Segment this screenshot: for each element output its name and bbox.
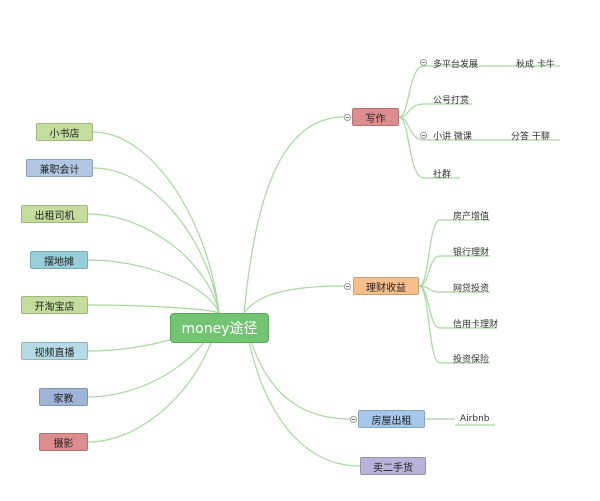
sub-link [398,103,425,118]
center-node-label: money途径 [181,321,258,337]
left-branch-node[interactable]: 摆地摊 [30,251,88,269]
branch-label: 理财收益 [366,282,406,294]
collapse-toggle-icon[interactable] [350,416,357,423]
branch-link [243,285,345,314]
sub-node[interactable]: 小讲 微课 [433,132,472,142]
sub-sub-node[interactable]: 分答 干聊 [511,132,550,142]
left-branch-node[interactable]: 小书店 [36,123,93,141]
branch-label: 开淘宝店 [34,301,75,313]
collapse-toggle-icon[interactable] [420,59,427,66]
sub-node[interactable]: 信用卡理财 [453,320,499,330]
sub-node[interactable]: 多平台发展 [433,60,479,70]
collapse-toggle-icon[interactable] [344,114,351,121]
branch-link [87,304,220,314]
right-branch-node[interactable]: 卖二手货 [360,457,426,475]
sub-link [418,219,441,287]
sub-link [398,65,425,118]
branch-label: 小书店 [49,128,80,140]
sub-node[interactable]: 社群 [433,170,452,180]
branch-link [92,167,220,314]
right-branch-node[interactable]: 写作 [352,108,399,126]
branch-link [243,116,345,314]
branch-label: 写作 [365,113,386,125]
branch-label: 摄影 [53,438,74,450]
left-branch-node[interactable]: 开淘宝店 [21,296,88,314]
branch-link [87,259,220,314]
right-branch-node[interactable]: 房屋出租 [358,410,425,428]
sub-link [398,116,425,179]
left-branch-node[interactable]: 摄影 [39,433,88,451]
branch-label: 出租司机 [34,210,75,222]
sub-link [418,285,441,364]
left-branch-node[interactable]: 兼职会计 [26,159,93,177]
sub-node[interactable]: Airbnb [460,414,490,424]
center-node[interactable]: money途径 [170,313,269,343]
branch-label: 兼职会计 [39,164,80,176]
branch-link [87,213,220,314]
collapse-toggle-icon[interactable] [420,132,427,139]
left-branch-node[interactable]: 出租司机 [21,205,88,223]
sub-node[interactable]: 银行理财 [453,248,490,258]
sub-node[interactable]: 公号打赏 [433,96,470,106]
branch-label: 房屋出租 [371,415,412,427]
left-branch-node[interactable]: 家教 [39,388,88,406]
branch-label: 卖二手货 [373,462,413,474]
branch-label: 视频直播 [34,347,75,359]
sub-node[interactable]: 房产增值 [453,212,490,222]
branch-link [92,131,220,314]
branch-label: 摆地摊 [44,256,74,268]
left-branch-node[interactable]: 视频直播 [21,342,88,360]
right-branch-node[interactable]: 理财收益 [353,277,419,295]
sub-link [418,255,441,287]
collapse-toggle-icon[interactable] [344,283,351,290]
sub-node[interactable]: 网贷投资 [453,284,490,294]
sub-node[interactable]: 投资保险 [453,355,490,365]
sub-sub-node[interactable]: 秋成 卡牛 [516,60,555,70]
branch-label: 家教 [53,393,74,405]
